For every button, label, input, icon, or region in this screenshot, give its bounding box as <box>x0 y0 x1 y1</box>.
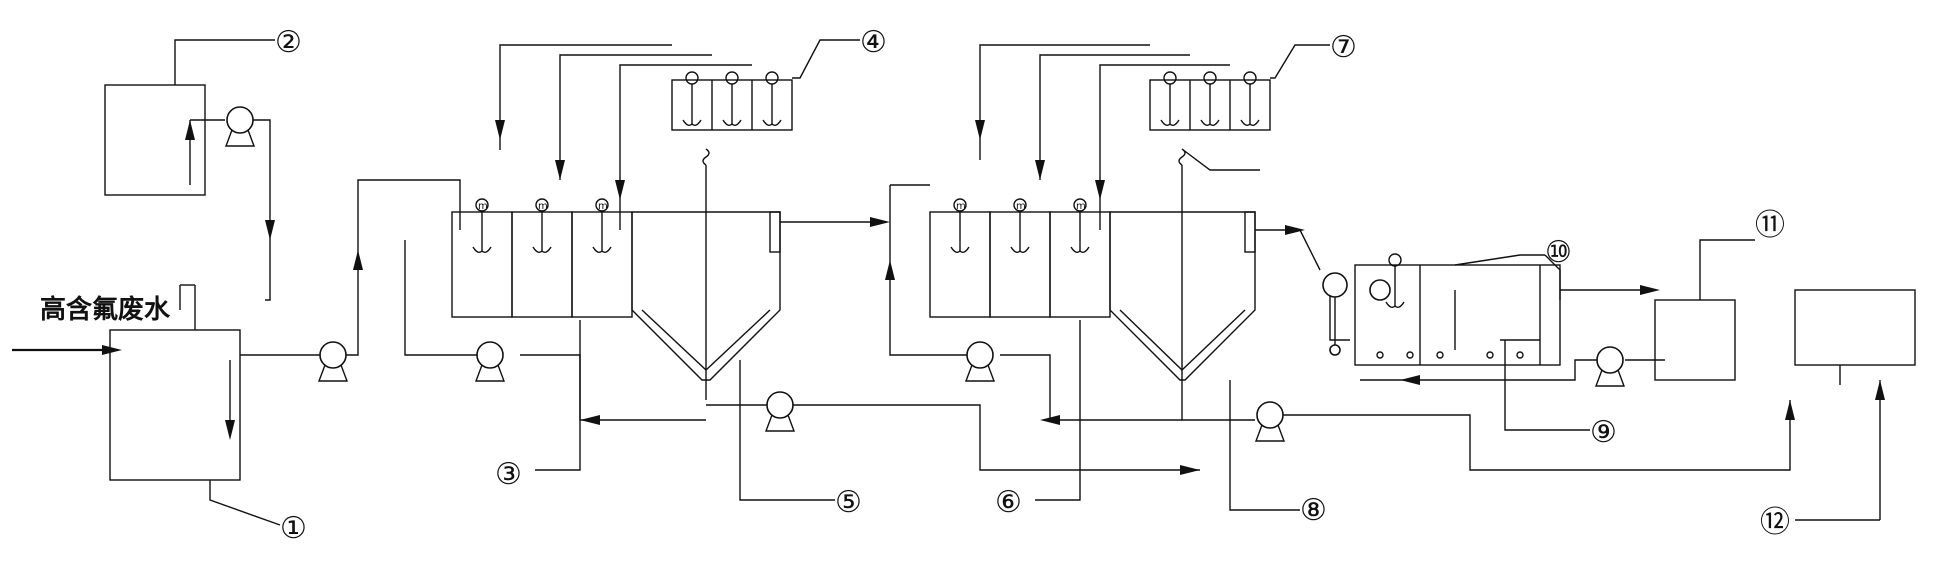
callout-11: ⑪ <box>1755 208 1785 243</box>
dosing-unit-7 <box>1149 79 1271 131</box>
callout-4: ④ <box>860 25 887 60</box>
tank-11 <box>1654 299 1736 381</box>
svg-text:m: m <box>478 201 488 212</box>
raw-water-tank <box>109 329 241 481</box>
callout-9: ⑨ <box>1590 415 1617 450</box>
dosing-tank-2 <box>104 84 206 196</box>
callout-7: ⑦ <box>1330 30 1357 65</box>
treatment-unit-9 <box>1354 264 1561 366</box>
svg-text:m: m <box>956 201 966 212</box>
callout-5: ⑤ <box>835 485 862 520</box>
callout-2: ② <box>275 25 302 60</box>
svg-text:m: m <box>538 201 548 212</box>
callout-10: ⑩ <box>1545 235 1572 270</box>
callout-1: ① <box>280 511 307 546</box>
svg-text:m: m <box>1016 201 1026 212</box>
tank-12 <box>1794 289 1916 366</box>
callout-8: ⑧ <box>1300 493 1327 528</box>
callout-6: ⑥ <box>995 485 1022 520</box>
svg-text:m: m <box>1076 201 1086 212</box>
callout-3: ③ <box>495 457 522 492</box>
dosing-unit-4 <box>671 79 793 131</box>
diagram-title: 高含氟废水 <box>40 294 171 325</box>
callout-12: ⑫ <box>1760 505 1790 540</box>
svg-text:m: m <box>598 201 608 212</box>
